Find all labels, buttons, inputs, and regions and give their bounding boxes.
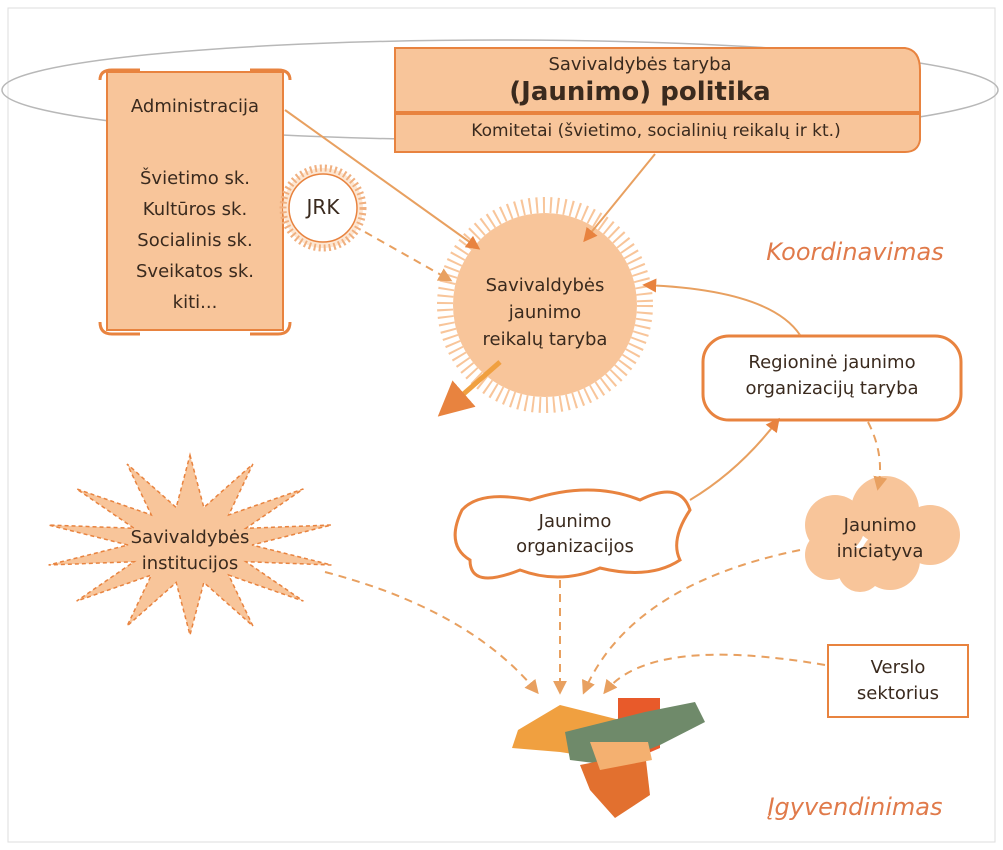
youth-initiative-line-1: Jaunimo [843,515,917,536]
youth-council-line-2: jaunimo [508,302,582,323]
business-line-2: sektorius [856,683,940,704]
admin-item-social: Socialinis sk. [137,230,253,251]
admin-bracket-br [250,321,292,336]
sun-body [453,213,637,397]
youth-initiative-cloud [805,476,960,592]
youth-council-line-3: reikalų taryba [482,329,608,350]
arrow-council-down [437,360,502,417]
youth-council-line-1: Savivaldybės [485,275,605,296]
arrow-business-to-hands [603,653,826,695]
admin-item-health: Sveikatos sk. [136,261,254,282]
coordination-label: Koordinavimas [766,238,944,266]
arrow-regional-to-initiative [867,421,888,491]
business-line-1: Verslo [870,657,926,678]
policy-title: (Jaunimo) politika [509,77,771,107]
council-box [394,47,921,113]
outer-frame [7,7,996,843]
arrow-institutions-to-hands [324,571,539,695]
business-box [827,644,969,718]
regional-council-line-2: organizacijų taryba [745,378,919,399]
implementation-label: Įgyvendinimas [767,793,943,821]
institutions-line-1: Savivaldybės [130,527,250,548]
jrk-inner [288,173,358,243]
arrow-admin-to-council [284,109,481,250]
arrow-regional-to-council [642,278,801,336]
arrow-initiative-to-hands [582,549,801,695]
youth-orgs-line-1: Jaunimo [538,511,612,532]
youth-orgs-cloud [453,488,692,580]
admin-item-other: kiti... [172,292,218,313]
institutions-line-2: institucijos [141,553,239,574]
arrow-committees-to-council [583,153,656,243]
jrk-label: JRK [306,195,340,219]
regional-council-box [701,334,963,422]
administration-title: Administracija [130,96,260,117]
admin-item-culture: Kultūros sk. [142,199,248,220]
institutions-star [48,452,332,638]
youth-orgs-line-2: organizacijos [516,536,634,557]
admin-bracket-tl [98,68,140,81]
arrow-jrk-to-council [364,231,453,282]
sun-rays [437,197,653,413]
admin-item-education: Švietimo sk. [139,168,250,189]
regional-council-line-1: Regioninė jaunimo [748,352,916,373]
committees-label: Komitetai (švietimo, socialinių reikalų … [471,121,841,141]
committees-box [394,113,921,153]
admin-bracket-bl [98,321,140,336]
hands-icon [512,698,705,818]
arrow-orgs-to-regional [689,417,780,501]
admin-bracket-tr [250,68,292,81]
youth-initiative-line-2: iniciatyva [836,541,924,562]
administration-box [106,71,284,331]
council-title: Savivaldybės taryba [548,54,732,75]
